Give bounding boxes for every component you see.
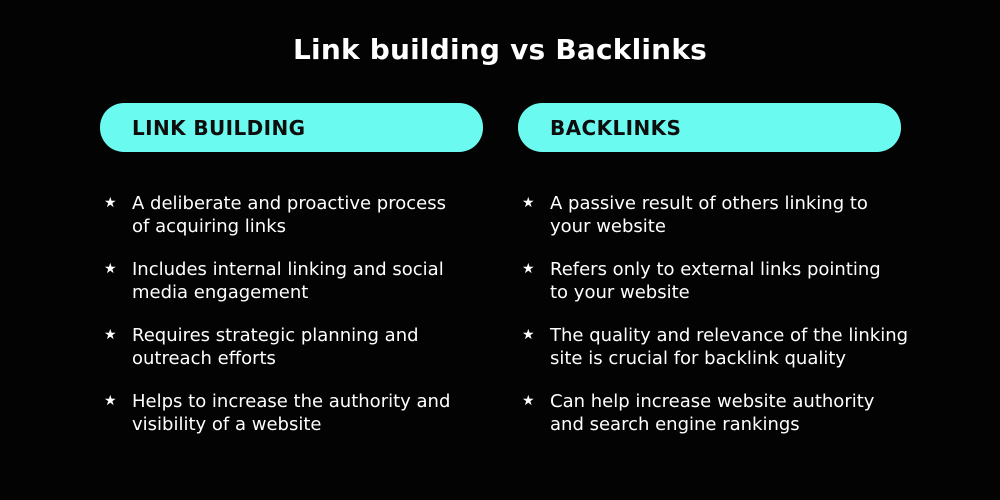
list-item-text: Helps to increase the authority and visi…: [132, 390, 450, 436]
star-icon: ★: [522, 261, 535, 277]
list-item-line: Can help increase website authority: [550, 391, 875, 412]
link-building-list: ★ A deliberate and proactive process of …: [100, 192, 483, 436]
list-item-line: site is crucial for backlink quality: [550, 348, 847, 369]
star-icon: ★: [522, 327, 535, 343]
list-item-text: Can help increase website authority and …: [550, 390, 874, 436]
star-icon: ★: [104, 393, 117, 409]
list-item-line: to your website: [550, 282, 690, 303]
list-item-line: Requires strategic planning and: [132, 325, 419, 346]
list-item-line: your website: [550, 216, 666, 237]
list-item: ★ Helps to increase the authority and vi…: [100, 390, 483, 436]
star-icon: ★: [104, 327, 117, 343]
list-item: ★ Requires strategic planning and outrea…: [100, 324, 483, 370]
list-item-text: Includes internal linking and social med…: [132, 258, 444, 304]
list-item-text: The quality and relevance of the linking…: [550, 324, 908, 370]
star-icon: ★: [522, 393, 535, 409]
star-icon: ★: [104, 195, 117, 211]
list-item: ★ A deliberate and proactive process of …: [100, 192, 483, 238]
star-icon: ★: [104, 261, 117, 277]
backlinks-list: ★ A passive result of others linking to …: [518, 192, 908, 436]
list-item-line: The quality and relevance of the linking: [550, 325, 909, 346]
list-item: ★ Refers only to external links pointing…: [518, 258, 901, 304]
column-header-label: LINK BUILDING: [132, 115, 306, 140]
column-header-backlinks: BACKLINKS: [518, 103, 901, 152]
list-item-line: of acquiring links: [132, 216, 287, 237]
list-item-line: outreach efforts: [132, 348, 276, 369]
list-item: ★ Includes internal linking and social m…: [100, 258, 483, 304]
column-header-label: BACKLINKS: [550, 115, 682, 140]
list-item-line: Helps to increase the authority and: [132, 391, 451, 412]
list-item-line: A passive result of others linking to: [550, 193, 868, 214]
list-item-line: Includes internal linking and social: [132, 259, 444, 280]
list-item-line: visibility of a website: [132, 414, 322, 435]
list-item: ★ The quality and relevance of the linki…: [518, 324, 908, 370]
list-item-text: A deliberate and proactive process of ac…: [132, 192, 446, 238]
list-item-line: A deliberate and proactive process: [132, 193, 446, 214]
list-item-text: Refers only to external links pointing t…: [550, 258, 881, 304]
list-item-text: Requires strategic planning and outreach…: [132, 324, 419, 370]
list-item: ★ A passive result of others linking to …: [518, 192, 901, 238]
list-item-line: media engagement: [132, 282, 309, 303]
list-item-line: and search engine rankings: [550, 414, 800, 435]
column-header-link-building: LINK BUILDING: [100, 103, 483, 152]
list-item: ★ Can help increase website authority an…: [518, 390, 901, 436]
star-icon: ★: [522, 195, 535, 211]
page-title: Link building vs Backlinks: [292, 33, 708, 66]
column-backlinks: BACKLINKS ★ A passive result of others l…: [518, 103, 908, 436]
list-item-line: Refers only to external links pointing: [550, 259, 881, 280]
list-item-text: A passive result of others linking to yo…: [550, 192, 868, 238]
column-link-building: LINK BUILDING ★ A deliberate and proacti…: [100, 103, 483, 436]
